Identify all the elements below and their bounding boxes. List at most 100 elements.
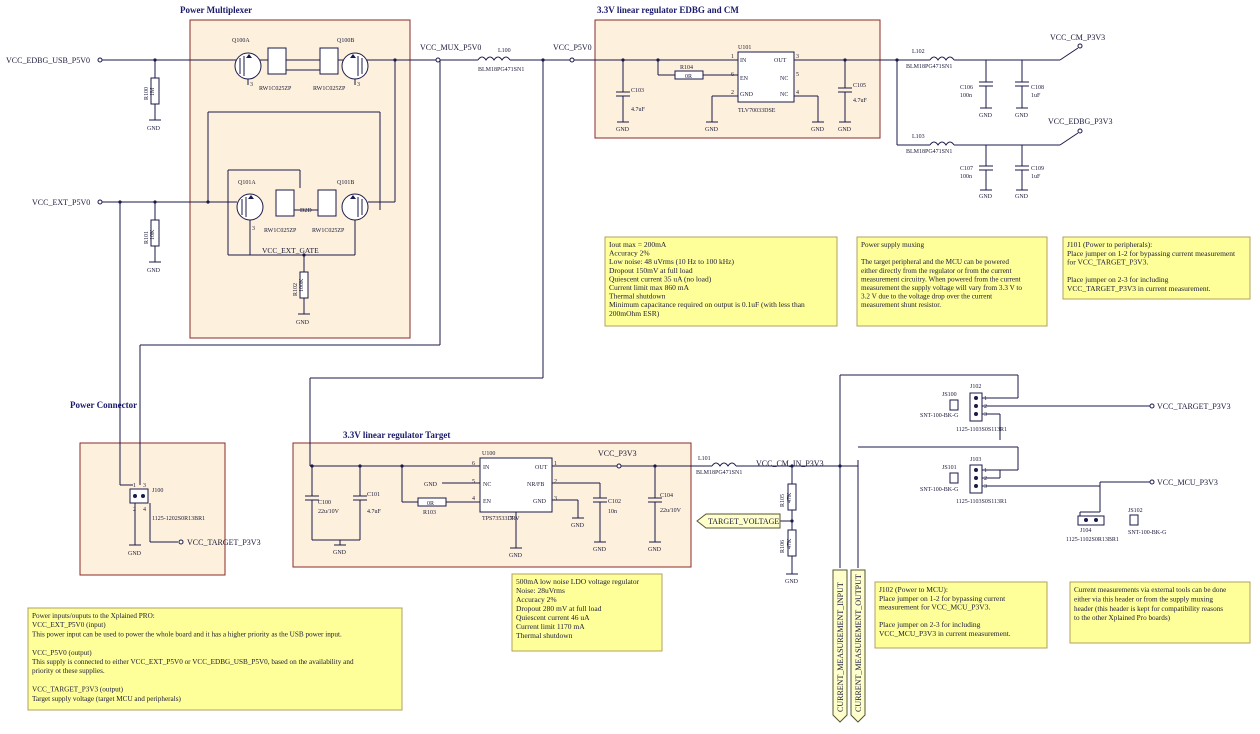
svg-text:GND: GND [509, 553, 523, 559]
note-io-text: Power inputs/ouputs to the Xplained PRO:… [32, 612, 354, 703]
net-vcc-cm-in: VCC_CM_IN_P3V3 [756, 459, 824, 468]
note-line: header (this header is kept for compatib… [1074, 605, 1223, 613]
net-current-input: CURRENT_MEASUREMENT_INPUT [836, 582, 845, 712]
svg-text:1: 1 [133, 483, 136, 489]
svg-text:C101: C101 [367, 492, 380, 498]
port-ext [97, 199, 103, 205]
svg-text:47K: 47K [787, 492, 793, 503]
svg-text:C105: C105 [853, 83, 866, 89]
note-line: VCC_TARGET_P3V3 (output) [32, 686, 124, 694]
svg-text:3: 3 [796, 54, 799, 60]
svg-text:4: 4 [472, 496, 475, 502]
svg-text:IN: IN [483, 465, 490, 471]
svg-text:2: 2 [984, 476, 987, 482]
svg-text:JS102: JS102 [1128, 508, 1143, 514]
note-line: measurement shunt resistor. [861, 301, 941, 309]
svg-text:JS100: JS100 [942, 392, 957, 398]
note-line: Iout max = 200mA [609, 240, 667, 249]
note-j102 [874, 581, 1048, 649]
net-vcc-edbg-p3v3: VCC_EDBG_P3V3 [1048, 117, 1112, 126]
svg-text:GND: GND [571, 523, 585, 529]
svg-text:3: 3 [554, 496, 557, 502]
svg-text:3: 3 [252, 226, 255, 232]
svg-text:2: 2 [731, 90, 734, 96]
note-line: Accuracy 2% [609, 249, 650, 258]
net-vcc-mux: VCC_MUX_P5V0 [420, 43, 481, 52]
net-vcc-p5v0: VCC_P5V0 [553, 43, 592, 52]
svg-text:L102: L102 [912, 49, 925, 55]
note-line: Current limit 1170 mA [516, 622, 585, 631]
gnd-r101: GND [147, 268, 161, 274]
note-line: measurement the supply voltage will vary… [861, 284, 1022, 292]
note-muxing [856, 236, 1048, 327]
note-line: Minimum capacitance required on output i… [609, 300, 805, 309]
d2d-label: D2D [300, 208, 312, 214]
note-j101-text: J101 (Power to peripherals):Place jumper… [1067, 240, 1236, 293]
q100b-part: RW1C025ZP [313, 86, 346, 92]
note-j102-text: J102 (Power to MCU):Place jumper on 1-2 … [879, 585, 1011, 638]
svg-text:J103: J103 [970, 457, 981, 463]
note-ext-text: Current measurements via external tools … [1074, 586, 1226, 622]
r101-value: 10K [150, 229, 156, 240]
svg-text:R103: R103 [423, 510, 436, 516]
mosfet-q100b [341, 52, 369, 80]
svg-text:IN: IN [740, 58, 747, 64]
svg-text:22u/10V: 22u/10V [660, 508, 682, 514]
svg-text:1125-1202S0R13BR1: 1125-1202S0R13BR1 [152, 516, 205, 522]
net-j100-target: VCC_TARGET_P3V3 [187, 538, 261, 547]
svg-text:C107: C107 [960, 166, 973, 172]
note-line: Thermal shutdown [609, 292, 666, 301]
svg-text:C106: C106 [960, 85, 973, 91]
note-line: VCC_P5V0 (output) [32, 649, 92, 657]
svg-text:1125-1102S0R13BR1: 1125-1102S0R13BR1 [1066, 537, 1119, 543]
note-line: VCC_EXT_P5V0 (input) [32, 621, 106, 629]
q101a-part: RW1C025ZP [264, 228, 297, 234]
net-vcc-p3v3: VCC_P3V3 [598, 449, 637, 458]
net-vcc-cm: VCC_CM_P3V3 [1050, 33, 1105, 42]
svg-text:7: 7 [510, 516, 513, 522]
svg-text:L100: L100 [498, 48, 511, 54]
note-line: Quiescent current 35 uA (no load) [609, 274, 712, 283]
svg-text:4.7uF: 4.7uF [367, 509, 382, 515]
svg-text:100n: 100n [960, 93, 972, 99]
svg-text:GND: GND [1015, 194, 1029, 200]
svg-text:SNT-100-BK-G: SNT-100-BK-G [920, 487, 959, 493]
svg-text:3: 3 [984, 412, 987, 418]
note-line: priority ot these supplies. [32, 667, 105, 675]
svg-text:47K: 47K [787, 538, 793, 549]
svg-text:C102: C102 [608, 499, 621, 505]
svg-text:2: 2 [984, 404, 987, 410]
note-line: either directly from the regulator or fr… [861, 267, 1011, 275]
svg-text:BLM18PG471SN1: BLM18PG471SN1 [906, 64, 952, 70]
svg-text:100K: 100K [299, 278, 305, 292]
svg-text:GND: GND [333, 550, 347, 556]
note-line: Noise: 28uVrms [516, 586, 565, 595]
note-line: either via this header or from the suppl… [1074, 595, 1213, 603]
note-line: Current limit max 860 mA [609, 283, 690, 292]
ldo-target-title: 3.3V linear regulator Target [343, 430, 450, 440]
note-u100-specs [511, 573, 663, 652]
net-vcc-ext-gate: VCC_EXT_GATE [262, 246, 319, 255]
svg-text:R102: R102 [293, 283, 299, 296]
svg-text:0R: 0R [427, 501, 434, 507]
svg-text:C109: C109 [1031, 166, 1044, 172]
q100b-ref: Q100B [337, 38, 354, 44]
note-line: for VCC_TARGET_P3V3. [1067, 258, 1148, 267]
note-line: 500mA low noise LDO voltage regulator [516, 577, 640, 586]
note-line: Target supply voltage (target MCU and pe… [32, 695, 182, 703]
svg-text:BLM18PG471SN1: BLM18PG471SN1 [478, 67, 524, 73]
note-line: Power inputs/ouputs to the Xplained PRO: [32, 612, 155, 620]
port-edbg-usb [97, 57, 103, 63]
note-line: 3.2 V due to the voltage drop over the c… [861, 293, 992, 301]
note-line: Place jumper on 1-2 for bypassing curren… [879, 594, 1006, 603]
svg-text:NR/FB: NR/FB [527, 482, 544, 488]
svg-text:1: 1 [554, 461, 557, 467]
svg-text:3: 3 [250, 82, 253, 88]
net-vcc-edbg-usb: VCC_EDBG_USB_P5V0 [6, 56, 90, 65]
q100a-part: RW1C025ZP [259, 86, 292, 92]
net-target-voltage: TARGET_VOLTAGE [708, 517, 779, 526]
svg-text:GND: GND [593, 547, 607, 553]
inductor-l100 [477, 56, 511, 61]
